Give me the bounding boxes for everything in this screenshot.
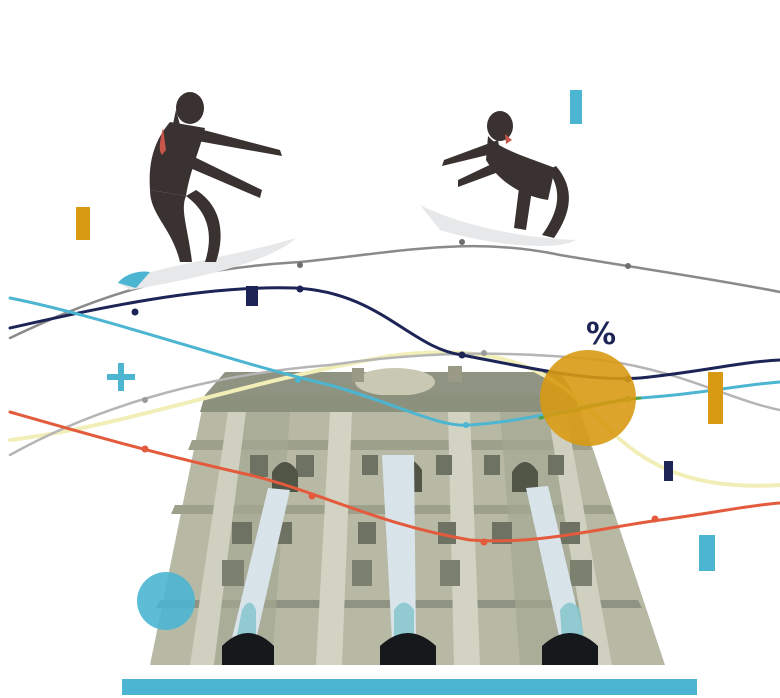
surfboard-icon xyxy=(420,205,576,246)
navy-wave xyxy=(8,286,780,381)
bar-marker-icon xyxy=(570,90,582,124)
wave-lines xyxy=(8,239,780,546)
bar-marker-icon xyxy=(664,461,673,481)
bar-marker-icon xyxy=(246,286,258,306)
female-surfer-icon xyxy=(118,92,296,290)
gray-wave-lower xyxy=(8,352,780,457)
gray-wave-upper xyxy=(8,244,780,340)
surfboard-icon xyxy=(118,238,296,290)
pale-yellow-wave xyxy=(8,350,780,488)
banner xyxy=(526,486,584,640)
bar-marker-icon xyxy=(699,535,715,571)
percent-icon: % xyxy=(586,317,616,352)
orange-red-wave xyxy=(8,410,780,543)
teal-circle-icon xyxy=(137,572,195,630)
banner xyxy=(382,455,416,640)
male-surfer-icon xyxy=(420,111,576,246)
wave-dots xyxy=(131,239,659,546)
banner xyxy=(232,488,290,640)
bar-marker-icon xyxy=(76,207,90,240)
base-bar xyxy=(122,679,697,695)
bar-marker-icon xyxy=(708,372,723,424)
gold-circle-icon xyxy=(540,350,636,446)
plus-icon xyxy=(107,363,135,391)
teal-wave xyxy=(8,296,780,427)
